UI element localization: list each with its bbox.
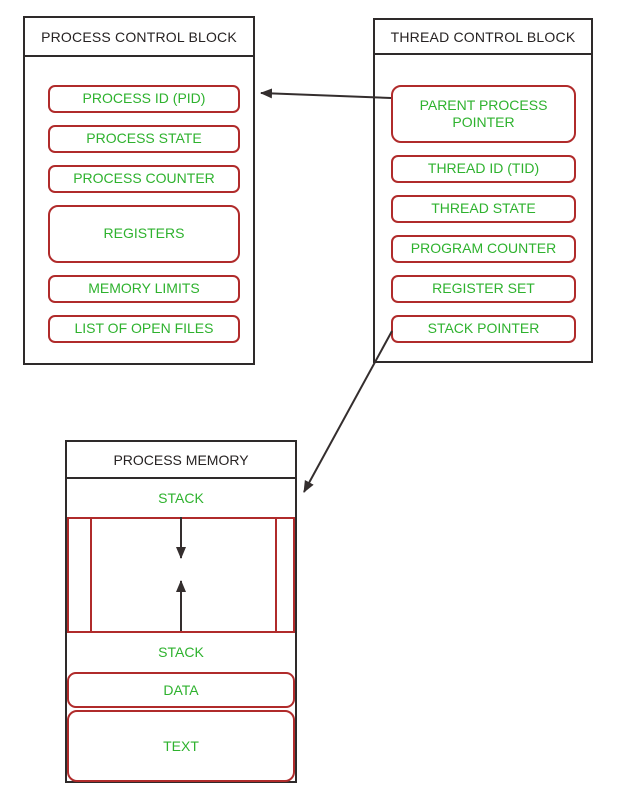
- tcb-item-register-set: REGISTER SET: [391, 275, 576, 303]
- tcb-items: PARENT PROCESS POINTER THREAD ID (TID) T…: [391, 85, 576, 343]
- arrow-parent-pointer-to-pid: [260, 88, 392, 99]
- tcb-item-parent-process-pointer: PARENT PROCESS POINTER: [391, 85, 576, 143]
- pcb-item-registers: REGISTERS: [48, 205, 240, 263]
- pcb-item-memory-limits: MEMORY LIMITS: [48, 275, 240, 303]
- pcb-item-process-counter: PROCESS COUNTER: [48, 165, 240, 193]
- process-memory-block: PROCESS MEMORY STACK STACK DATA TEXT: [65, 440, 297, 783]
- memory-title: PROCESS MEMORY: [67, 442, 295, 479]
- tcb-item-thread-id: THREAD ID (TID): [391, 155, 576, 183]
- tcb-title: THREAD CONTROL BLOCK: [375, 20, 591, 55]
- tcb-item-program-counter: PROGRAM COUNTER: [391, 235, 576, 263]
- process-control-block: PROCESS CONTROL BLOCK PROCESS ID (PID) P…: [23, 16, 255, 365]
- pcb-title: PROCESS CONTROL BLOCK: [25, 18, 253, 57]
- memory-stack-bottom-label: STACK: [158, 643, 204, 660]
- thread-control-block: THREAD CONTROL BLOCK PARENT PROCESS POIN…: [373, 18, 593, 363]
- stack-growth-region: [67, 517, 295, 633]
- stack-region-right-divider: [275, 519, 277, 631]
- pcb-items: PROCESS ID (PID) PROCESS STATE PROCESS C…: [48, 85, 240, 343]
- memory-text-segment: TEXT: [67, 710, 295, 782]
- stack-region-left-divider: [90, 519, 92, 631]
- tcb-item-thread-state: THREAD STATE: [391, 195, 576, 223]
- pcb-item-list-of-open-files: LIST OF OPEN FILES: [48, 315, 240, 343]
- pcb-item-process-state: PROCESS STATE: [48, 125, 240, 153]
- memory-data-segment: DATA: [67, 672, 295, 708]
- pcb-item-process-id: PROCESS ID (PID): [48, 85, 240, 113]
- memory-stack-top-label: STACK: [158, 490, 204, 506]
- tcb-item-stack-pointer: STACK POINTER: [391, 315, 576, 343]
